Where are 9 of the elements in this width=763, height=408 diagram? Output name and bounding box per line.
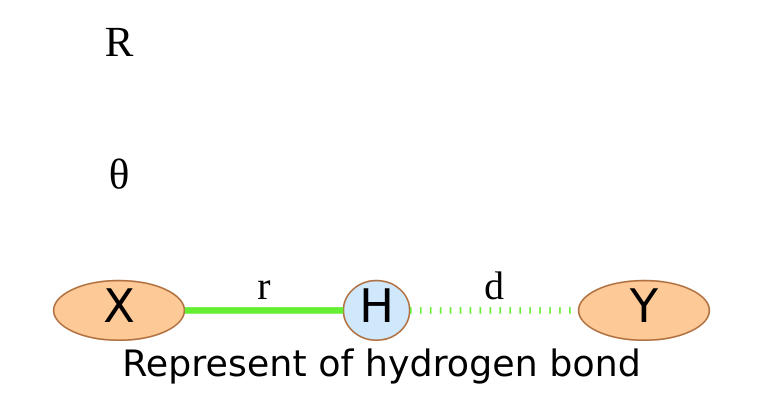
edge-label: d	[484, 264, 504, 308]
label: θ	[108, 151, 130, 198]
caption: Represent of hydrogen bond	[122, 342, 641, 385]
edge-label: r	[257, 264, 271, 308]
node-ellipse: Y	[578, 280, 710, 342]
node-circle: H	[342, 280, 410, 342]
label: R	[104, 18, 134, 66]
node-ellipse: X	[52, 280, 186, 342]
connector	[184, 307, 344, 314]
